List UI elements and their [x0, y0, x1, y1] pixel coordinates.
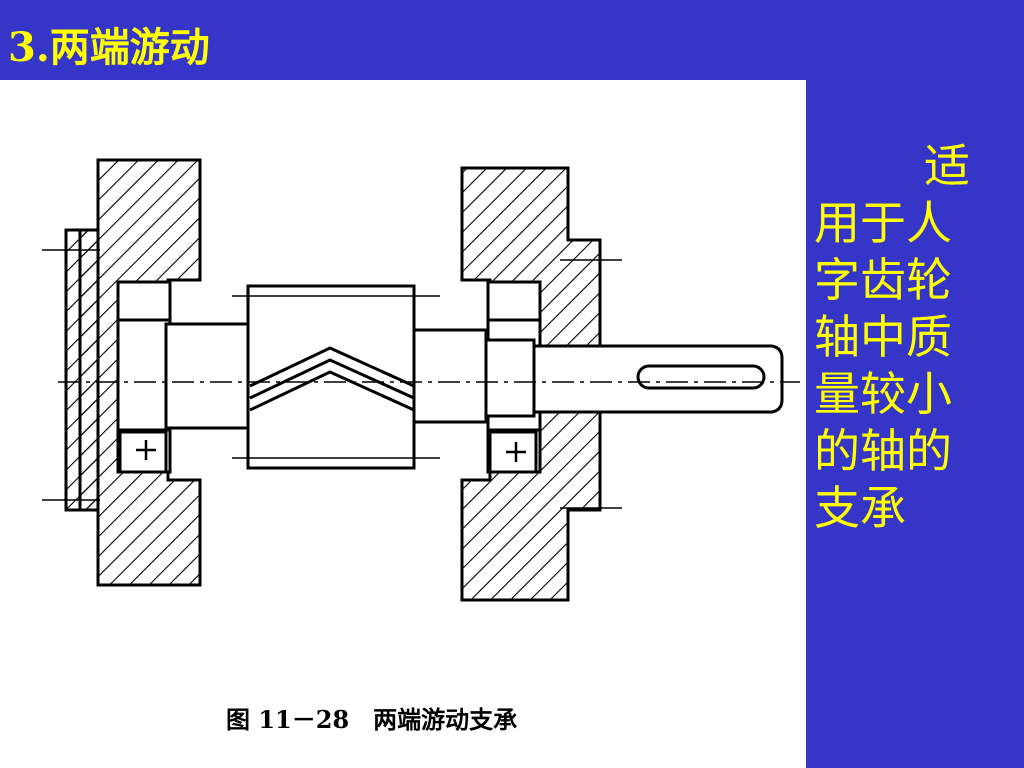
shaft-middle	[412, 328, 488, 424]
herringbone-tooth-2	[249, 358, 415, 400]
shaft-right-journal	[484, 338, 536, 418]
figure-panel: 图 11－28 两端游动支承	[0, 80, 806, 768]
bearing-support-drawing	[42, 158, 800, 602]
figure-caption: 图 11－28 两端游动支承	[226, 705, 518, 734]
left-end-cover	[64, 228, 100, 512]
side-description: 适用于人字齿轮轴中质量较小的轴的支承	[814, 139, 970, 535]
keyway-slot	[636, 364, 766, 390]
herringbone-tooth-1	[249, 346, 415, 388]
slide-title: 3.两端游动	[8, 24, 210, 71]
gear-body	[246, 284, 416, 470]
shaft-left-journal	[164, 322, 252, 430]
